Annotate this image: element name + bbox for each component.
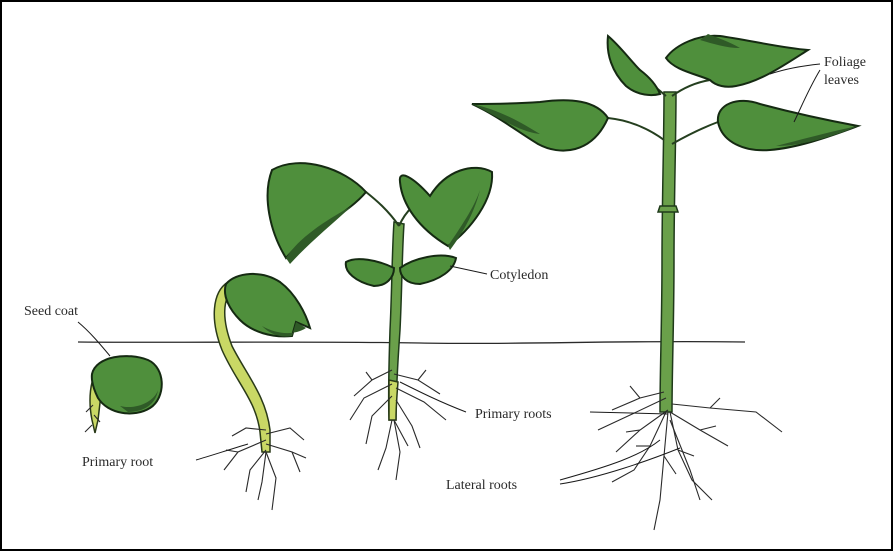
label-seed-coat: Seed coat bbox=[24, 304, 78, 319]
label-primary-root: Primary root bbox=[82, 455, 153, 470]
label-lateral-roots: Lateral roots bbox=[446, 478, 517, 493]
label-foliage-leaves-line1: Foliage bbox=[824, 55, 866, 70]
young-stem-lower bbox=[389, 380, 398, 420]
mature-stem-node bbox=[658, 206, 678, 212]
label-cotyledon: Cotyledon bbox=[490, 268, 548, 283]
label-primary-roots: Primary roots bbox=[475, 407, 552, 422]
label-foliage-leaves-line2: leaves bbox=[824, 73, 859, 88]
